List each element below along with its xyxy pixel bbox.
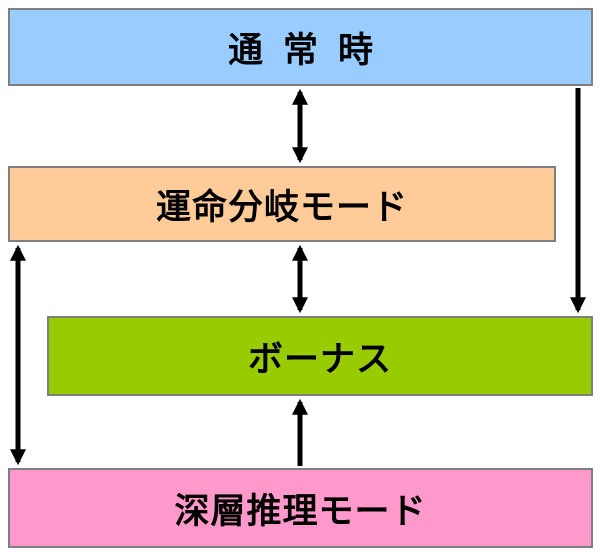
fate-branch-mode-box: 運命分岐モード bbox=[8, 166, 556, 242]
deep-reasoning-mode-box: 深層推理モード bbox=[8, 468, 593, 548]
normal-state-label: 通常時 bbox=[227, 30, 393, 71]
deep-reasoning-mode-label: 深層推理モード bbox=[174, 491, 427, 532]
fate-branch-mode-label: 運命分岐モード bbox=[155, 187, 408, 228]
bonus-box: ボーナス bbox=[47, 316, 593, 396]
bonus-label: ボーナス bbox=[247, 339, 392, 380]
normal-state-box: 通常時 bbox=[8, 8, 593, 86]
